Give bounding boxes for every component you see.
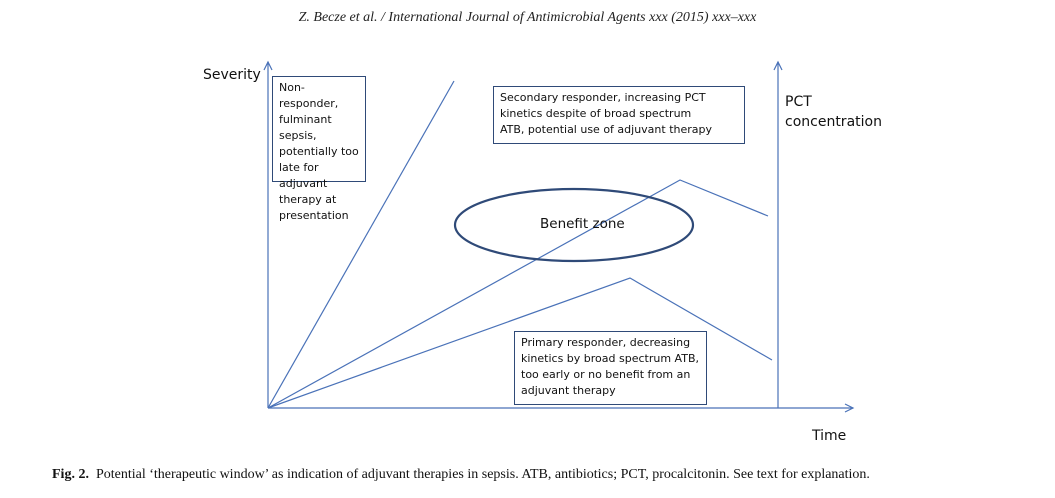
severity-axis-label: Severity [203,67,261,83]
time-axis-label: Time [811,428,846,444]
primary-responder-curve [267,277,773,409]
pct-axis-label-line1: PCT [785,94,812,110]
caption-label: Fig. 2. [52,467,89,482]
box-line: presentation [279,209,349,222]
box-line: kinetics despite of broad spectrum [500,107,692,120]
box-line: therapy at [279,193,337,206]
benefit-zone-label: Benefit zone [540,216,625,232]
non-responder-curve [267,80,455,409]
benefit-zone-ellipse [453,187,695,263]
box-line: Non-responder, [279,81,339,110]
running-header: Z. Becze et al. / International Journal … [298,10,757,25]
x-axis-arrowhead [844,403,855,413]
primary-responder-box: Primary responder, decreasing kinetics b… [514,331,707,405]
figure-caption: Fig. 2. Potential ‘therapeutic window’ a… [52,467,1042,483]
left-y-axis-arrowhead [263,60,273,71]
box-line: late for adjuvant [279,161,328,190]
pct-axis-label-line2: concentration [785,114,882,130]
box-line: ATB, potential use of adjuvant therapy [500,123,713,136]
box-line: kinetics by broad spectrum ATB, [521,352,699,365]
caption-text: Potential ‘therapeutic window’ as indica… [95,467,870,482]
right-y-axis-arrowhead [773,60,783,71]
box-line: adjuvant therapy [521,384,616,397]
box-line: fulminant sepsis, [279,113,332,142]
box-line: Primary responder, decreasing [521,336,691,349]
non-responder-box: Non-responder, fulminant sepsis, potenti… [272,76,366,222]
box-line: Secondary responder, increasing PCT [500,91,706,104]
secondary-responder-curve [267,179,769,409]
box-line: too early or no benefit from an [521,368,691,381]
secondary-responder-box: Secondary responder, increasing PCT kine… [493,86,745,144]
box-line: potentially too [279,145,359,158]
